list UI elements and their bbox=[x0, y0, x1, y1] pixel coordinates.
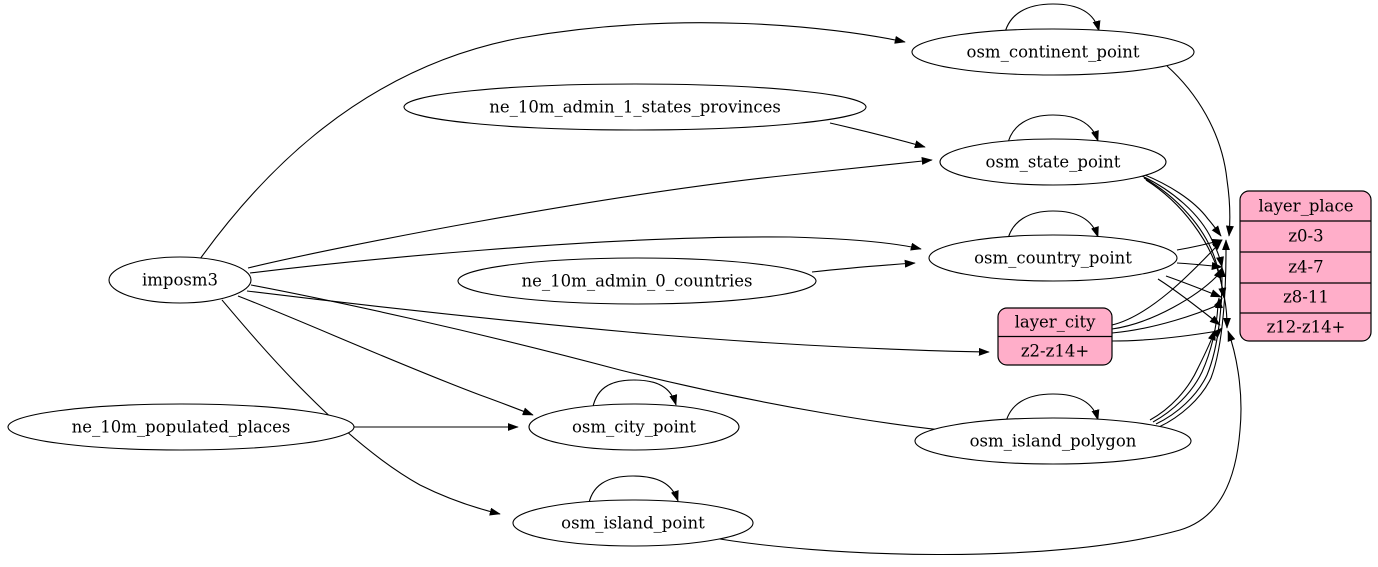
node-label-ne_10m_admin_1_states_provinces: ne_10m_admin_1_states_provinces bbox=[489, 98, 781, 117]
edge-imposm3-to-osm_island_point bbox=[221, 299, 501, 516]
node-shape-ellipse bbox=[403, 83, 867, 131]
edge-osm_island_polygon-to-layer_place-z12 bbox=[1149, 329, 1216, 421]
node-label-osm_island_point: osm_island_point bbox=[561, 514, 705, 533]
edge-imposm3-to-osm_country_point bbox=[249, 236, 922, 274]
edges-group bbox=[199, 3, 1242, 556]
record-box-layer_place bbox=[1239, 190, 1372, 342]
edge-osm_country_point-to-layer_place-z12 bbox=[1157, 278, 1221, 326]
edge-self-osm_city_point bbox=[591, 379, 678, 413]
record-row-layer_place-z12-z14[interactable]: z12-z14+ bbox=[1267, 318, 1346, 337]
node-shape-ellipse bbox=[457, 257, 817, 305]
record-row-layer_place-header: layer_place bbox=[1258, 197, 1353, 216]
edge-imposm3-to-osm_city_point bbox=[237, 295, 534, 416]
record-nodes-group: layer_city z2-z14+ layer_place z0-3 z4-7… bbox=[997, 190, 1372, 366]
node-label-osm_continent_point: osm_continent_point bbox=[967, 43, 1140, 62]
record-row-layer_city-z2-z14[interactable]: z2-z14+ bbox=[1021, 342, 1089, 361]
edge-ne_10m_admin_1_states_provinces-to-osm_state_point bbox=[829, 122, 926, 149]
edge-layer_city-to-layer_place-z8-11 bbox=[1111, 297, 1223, 334]
edge-self-osm_continent_point bbox=[1003, 3, 1101, 38]
node-osm_island_polygon[interactable]: osm_island_polygon bbox=[914, 417, 1192, 465]
node-shape-ellipse bbox=[7, 403, 355, 451]
node-osm_city_point[interactable]: osm_city_point bbox=[528, 403, 740, 451]
node-osm_island_point[interactable]: osm_island_point bbox=[512, 499, 754, 547]
nodes-group: imposm3 ne_10m_populated_places ne_10m_a… bbox=[7, 28, 1195, 547]
node-label-osm_island_polygon: osm_island_polygon bbox=[970, 432, 1137, 451]
node-ne_10m_admin_0_countries[interactable]: ne_10m_admin_0_countries bbox=[457, 257, 817, 305]
edge-self-osm_state_point bbox=[1006, 114, 1099, 148]
edge-imposm3-to-osm_continent_point bbox=[199, 22, 906, 260]
record-row-layer_place-z0-3[interactable]: z0-3 bbox=[1288, 227, 1323, 246]
node-shape-ellipse bbox=[928, 234, 1178, 282]
node-ne_10m_populated_places[interactable]: ne_10m_populated_places bbox=[7, 403, 355, 451]
edge-layer_city-to-layer_place-z0-3 bbox=[1111, 239, 1223, 326]
node-shape-ellipse bbox=[914, 417, 1192, 465]
edge-osm_island_polygon-to-layer_place-z4-7 bbox=[1155, 266, 1226, 425]
edge-self-osm_country_point bbox=[1006, 210, 1099, 244]
edge-layer_city-to-layer_place-z4-7 bbox=[1111, 267, 1223, 330]
node-label-osm_country_point: osm_country_point bbox=[974, 249, 1132, 268]
edge-layer_city-to-layer_place-z12 bbox=[1111, 327, 1223, 342]
node-label-ne_10m_admin_0_countries: ne_10m_admin_0_countries bbox=[522, 272, 753, 291]
edge-osm_country_point-to-layer_place-z8-11 bbox=[1165, 275, 1222, 298]
edge-ne_10m_admin_0_countries-to-osm_country_point bbox=[811, 259, 916, 273]
record-node-layer_city[interactable]: layer_city z2-z14+ bbox=[997, 307, 1113, 366]
node-label-ne_10m_populated_places: ne_10m_populated_places bbox=[72, 418, 291, 437]
node-shape-ellipse bbox=[108, 256, 252, 304]
node-osm_country_point[interactable]: osm_country_point bbox=[928, 234, 1178, 282]
node-shape-ellipse bbox=[528, 403, 740, 451]
record-row-layer_place-z8-11[interactable]: z8-11 bbox=[1283, 288, 1329, 307]
edge-imposm3-to-osm_island_polygon bbox=[250, 284, 986, 438]
node-osm_state_point[interactable]: osm_state_point bbox=[939, 138, 1167, 186]
record-row-layer_city-header: layer_city bbox=[1015, 313, 1096, 332]
node-osm_continent_point[interactable]: osm_continent_point bbox=[911, 28, 1195, 76]
node-ne_10m_admin_1_states_provinces[interactable]: ne_10m_admin_1_states_provinces bbox=[403, 83, 867, 131]
node-label-osm_state_point: osm_state_point bbox=[986, 153, 1121, 172]
node-imposm3[interactable]: imposm3 bbox=[108, 256, 252, 304]
edge-self-osm_island_point bbox=[587, 475, 679, 509]
node-label-imposm3: imposm3 bbox=[142, 271, 218, 290]
edge-osm_state_point-to-layer_place-z0-3 bbox=[1139, 172, 1222, 237]
node-shape-ellipse bbox=[911, 28, 1195, 76]
edge-osm_island_point-to-layer_place bbox=[707, 330, 1242, 556]
record-row-layer_place-z4-7[interactable]: z4-7 bbox=[1288, 258, 1323, 277]
edge-osm_continent_point-to-layer_place bbox=[1166, 65, 1234, 237]
node-label-osm_city_point: osm_city_point bbox=[572, 418, 696, 437]
node-shape-ellipse bbox=[512, 499, 754, 547]
edge-imposm3-to-osm_state_point bbox=[247, 156, 933, 269]
node-shape-ellipse bbox=[939, 138, 1167, 186]
edge-osm_island_polygon-to-layer_place-z0-3 bbox=[1158, 239, 1230, 428]
edge-self-osm_island_polygon bbox=[1004, 393, 1100, 427]
record-node-layer_place[interactable]: layer_place z0-3 z4-7 z8-11 z12-z14+ bbox=[1239, 190, 1372, 342]
